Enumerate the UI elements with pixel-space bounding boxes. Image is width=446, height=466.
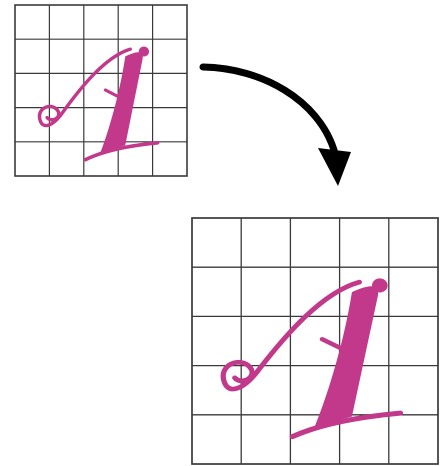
small-grid-frame — [14, 4, 188, 177]
arrow-head-icon — [318, 148, 351, 186]
curved-arrow — [199, 63, 338, 154]
large-grid-frame — [191, 217, 439, 465]
small-grid — [14, 4, 188, 177]
large-grid — [191, 217, 439, 465]
